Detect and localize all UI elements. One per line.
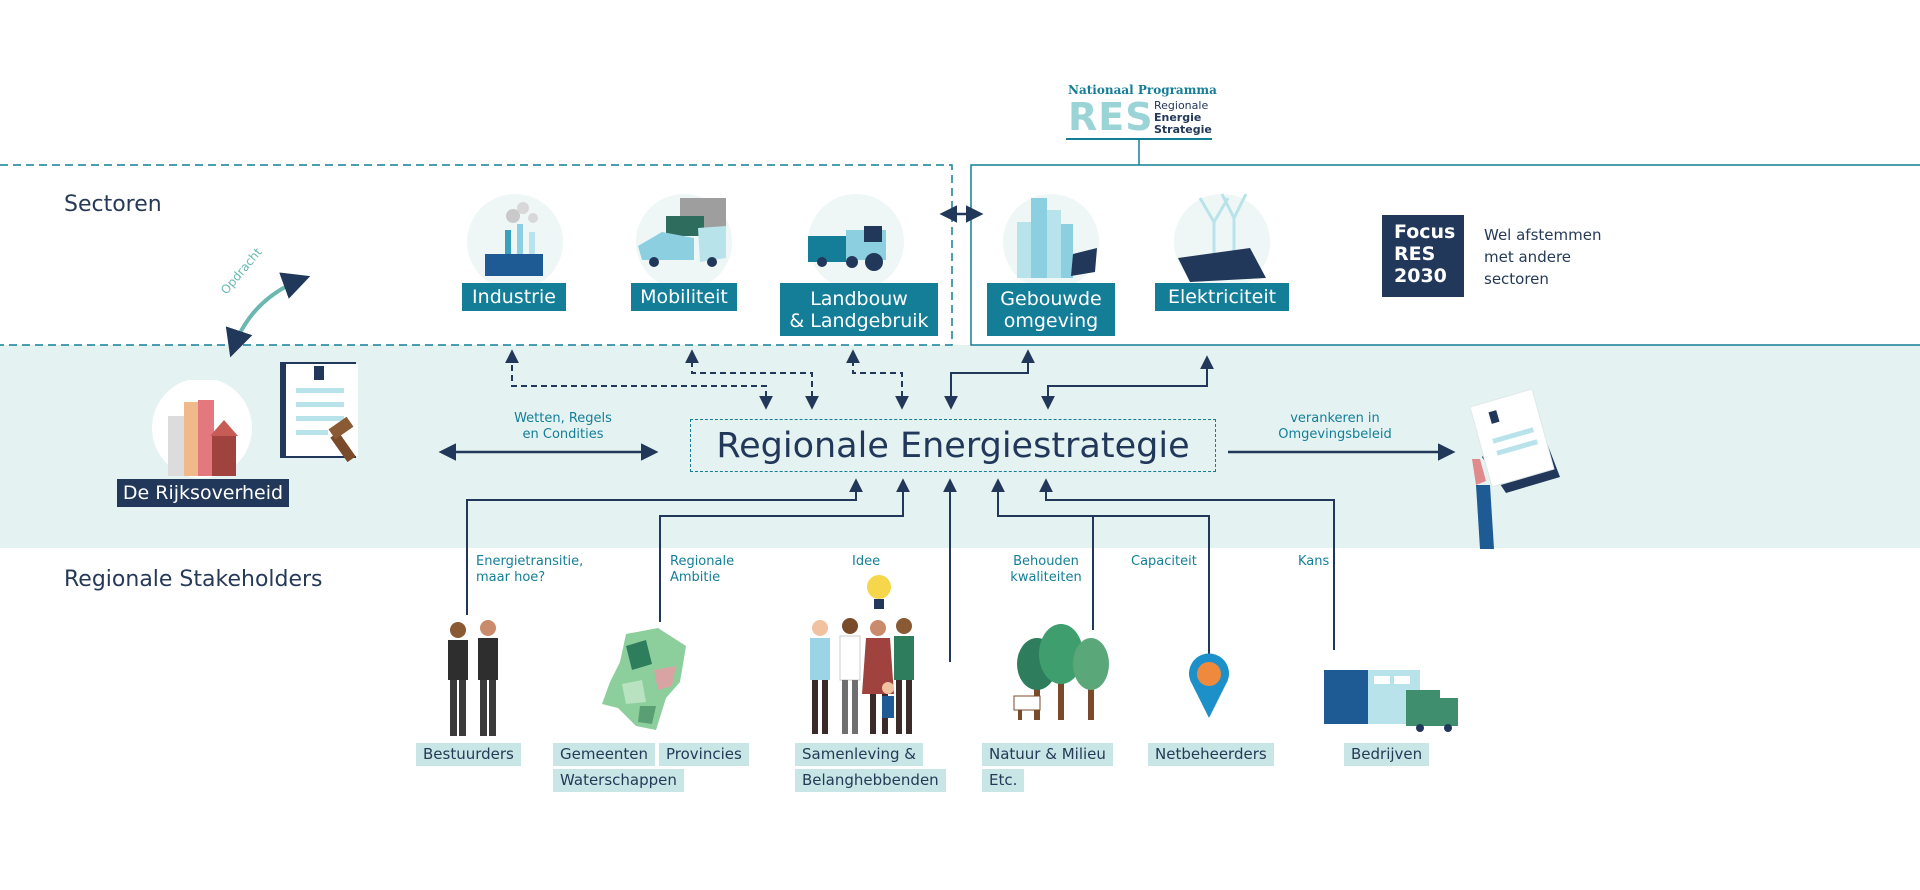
line-bestuurders: [466, 478, 863, 615]
sector-landbouw-label-1: Landbouw: [810, 287, 908, 310]
line-natuur: [991, 478, 1094, 630]
company-icon: [1324, 670, 1458, 732]
focus-note: Wel afstemmen met andere sectoren: [1484, 224, 1601, 290]
factory-icon: [467, 194, 563, 284]
behouden-line-1: Behouden: [1013, 554, 1079, 569]
logo-program-text: Nationaal Programma: [1068, 83, 1217, 97]
logo-sub-1: Regionale: [1154, 99, 1209, 112]
link-mobiliteit: [685, 349, 819, 410]
idee-annotation: Idee: [852, 554, 881, 569]
link-landbouw: [846, 349, 909, 410]
stakeholder-bestuurders[interactable]: Bestuurders: [416, 743, 521, 766]
line-bedrijven: [1039, 478, 1335, 650]
ambitie-line-2: Ambitie: [670, 570, 721, 585]
buildings-icon: [1003, 194, 1099, 284]
sector-mobiliteit-label: Mobiliteit: [640, 286, 728, 308]
focus-line-1: Focus: [1394, 221, 1456, 243]
line-netbeheerders: [1093, 515, 1210, 658]
energietransitie-line-1: Energietransitie,: [476, 554, 584, 569]
sector-gebouwde-label-1: Gebouwde: [1000, 287, 1102, 310]
rijksoverheid-label[interactable]: De Rijksoverheid: [117, 479, 289, 507]
location-pin-icon: [1189, 653, 1229, 718]
government-buildings-icon: [152, 380, 252, 478]
wetten-annotation: Wetten, Regels en Condities: [493, 411, 633, 443]
focus-line-2: RES: [1394, 243, 1436, 265]
focus-note-1: Wel afstemmen: [1484, 226, 1602, 244]
focus-line-3: 2030: [1394, 265, 1447, 287]
verankeren-line-2: Omgevingsbeleid: [1278, 427, 1392, 442]
link-elektriciteit: [1041, 355, 1214, 410]
sector-gebouwde-label-2: omgeving: [1003, 309, 1099, 332]
tractor-icon: [808, 194, 904, 284]
behouden-line-2: kwaliteiten: [1010, 570, 1082, 585]
stakeholder-bedrijven[interactable]: Bedrijven: [1344, 743, 1430, 766]
stakeholder-etc[interactable]: Etc.: [982, 769, 1025, 792]
link-industrie: [505, 349, 773, 410]
ambitie-line-1: Regionale: [670, 554, 735, 569]
sector-landbouw-label-2: & Landgebruik: [789, 309, 929, 332]
stakeholder-samenleving[interactable]: Samenleving &: [795, 743, 923, 766]
logo-underline: [1066, 138, 1212, 140]
sector-elektriciteit[interactable]: Elektriciteit: [1155, 283, 1289, 311]
community-icon: [810, 618, 914, 734]
sector-industrie-label: Industrie: [472, 286, 556, 308]
link-gebouwde-omgeving: [944, 349, 1035, 410]
stakeholder-netbeheerders[interactable]: Netbeheerders: [1148, 743, 1274, 766]
line-ambitie: [659, 478, 910, 622]
capaciteit-annotation: Capaciteit: [1131, 554, 1197, 569]
behouden-annotation: Behouden kwaliteiten: [1006, 554, 1086, 586]
sectors-frame-dashed: [0, 164, 953, 346]
mobility-icon: [636, 194, 732, 284]
sector-landbouw[interactable]: Landbouw& Landgebruik: [780, 283, 938, 336]
kans-annotation: Kans: [1298, 554, 1330, 569]
stakeholder-belanghebbenden[interactable]: Belanghebbenden: [795, 769, 946, 792]
sector-mobiliteit[interactable]: Mobiliteit: [631, 283, 737, 311]
section-title-stakeholders: Regionale Stakeholders: [64, 567, 323, 592]
focus-note-3: sectoren: [1484, 270, 1549, 288]
stakeholder-natuur-milieu[interactable]: Natuur & Milieu: [982, 743, 1113, 766]
stakeholder-gemeenten[interactable]: Gemeenten: [553, 743, 656, 766]
logo-res-text: RES: [1068, 95, 1154, 139]
energietransitie-annotation: Energietransitie, maar hoe?: [476, 554, 583, 586]
section-title-sectoren: Sectoren: [64, 192, 162, 217]
sector-industrie[interactable]: Industrie: [462, 283, 566, 311]
lightbulb-icon: [867, 575, 891, 609]
rijksoverheid-text: De Rijksoverheid: [122, 482, 284, 504]
nature-icon: [1013, 624, 1109, 720]
stakeholder-waterschappen[interactable]: Waterschappen: [553, 769, 684, 792]
wetten-line-2: en Condities: [522, 427, 604, 442]
regionale-energiestrategie-box[interactable]: Regionale Energiestrategie: [690, 419, 1216, 472]
center-title: Regionale Energiestrategie: [716, 425, 1190, 466]
verankeren-line-1: verankeren in: [1290, 411, 1380, 426]
wind-solar-icon: [1174, 193, 1270, 284]
opdracht-arrow: [225, 272, 311, 358]
administrators-icon: [448, 620, 498, 736]
law-document-icon: [280, 362, 358, 463]
stakeholder-provincies[interactable]: Provincies: [659, 743, 749, 766]
focus-note-2: met andere: [1484, 248, 1572, 266]
logo-sub-3: Strategie: [1154, 123, 1212, 136]
sector-elektriciteit-label: Elektriciteit: [1167, 286, 1277, 308]
netherlands-map-icon: [602, 628, 686, 730]
energietransitie-line-2: maar hoe?: [476, 570, 546, 585]
sectors-frame-focus: [970, 164, 1920, 346]
logo-sub-2: Energie: [1154, 111, 1202, 124]
verankeren-annotation: verankeren in Omgevingsbeleid: [1255, 411, 1415, 443]
policy-document-icon: [1469, 388, 1560, 549]
focus-badge: Focus RES 2030: [1382, 215, 1464, 297]
wetten-line-1: Wetten, Regels: [514, 411, 612, 426]
ambitie-annotation: Regionale Ambitie: [670, 554, 734, 586]
